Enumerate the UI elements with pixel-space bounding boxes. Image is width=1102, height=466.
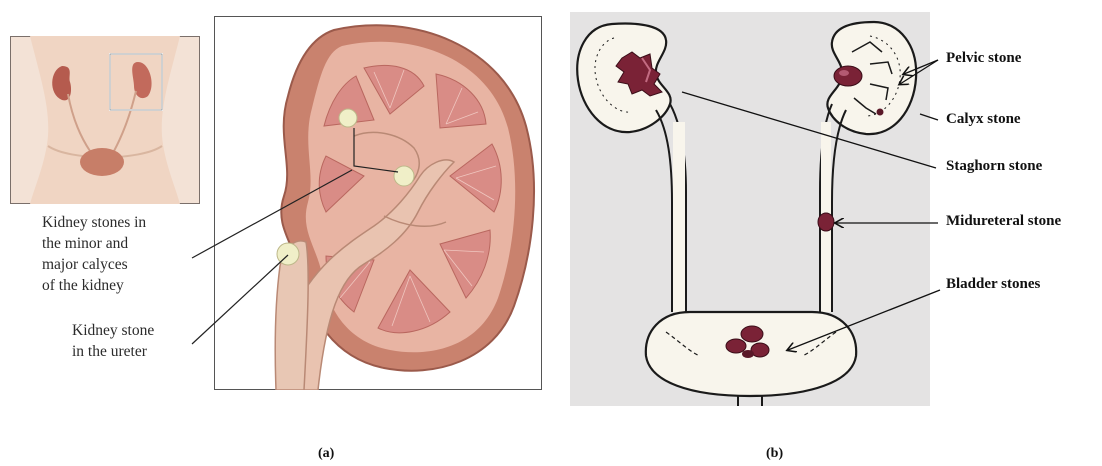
label-staghorn-stone: Staghorn stone [946, 158, 1042, 175]
leader-lines-a [0, 0, 560, 466]
panel-b: Pelvic stone Calyx stone Staghorn stone … [560, 0, 1102, 466]
label-bladder-stones: Bladder stones [946, 276, 1040, 293]
panel-a-caption: (a) [318, 446, 334, 462]
label-calyx-stone: Calyx stone [946, 111, 1021, 128]
label-midureteral-stone: Midureteral stone [946, 213, 1061, 230]
label-pelvic-stone: Pelvic stone [946, 50, 1021, 67]
panel-b-caption: (b) [766, 446, 783, 462]
pointer-lines-b [560, 0, 1102, 466]
panel-a: Kidney stones in the minor and major cal… [0, 0, 560, 466]
